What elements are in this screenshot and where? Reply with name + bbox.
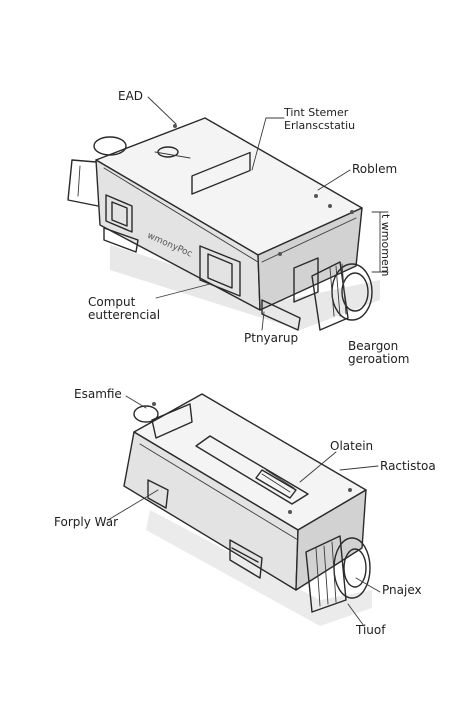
bottom-device-side-clip-2 <box>229 539 263 579</box>
screw-4 <box>350 210 354 214</box>
label-roblem: Roblem <box>352 162 398 176</box>
bottom-device-bevel <box>139 443 299 541</box>
top-device-dial <box>157 146 179 158</box>
leader-tint-stemer <box>251 117 285 171</box>
screw-b2 <box>348 488 352 492</box>
top-device-rear-cylinder <box>93 136 127 156</box>
bottom-device-slot <box>195 435 309 505</box>
screw-2 <box>314 194 318 198</box>
leader-vertical-dimension <box>371 211 389 273</box>
leader-tiuof <box>347 603 365 627</box>
top-device-lens <box>341 272 369 312</box>
bottom-device-clip-line <box>231 547 259 563</box>
leader-ead <box>147 96 177 125</box>
leader-forply-war <box>107 489 159 521</box>
bottom-device-vent <box>255 469 297 499</box>
top-device-handle <box>67 159 99 207</box>
leader-comput <box>155 283 211 299</box>
label-comput: Comput <box>88 295 136 309</box>
top-device-foot-1 <box>103 227 139 253</box>
top-device-bevel-2 <box>261 217 357 263</box>
leader-pnajex <box>355 577 381 593</box>
leader-esamfie <box>125 395 147 409</box>
label-ptnyarup: Ptnyarup <box>244 331 299 345</box>
leader-ptnyarup <box>261 311 265 331</box>
top-device-display-panel <box>191 151 251 195</box>
bottom-device-side-clip-1 <box>147 479 169 509</box>
label-tint-stemer: Tint Stemer <box>284 106 349 119</box>
top-device-dial-line <box>154 151 191 159</box>
label-vertical: t wmomem <box>379 214 392 277</box>
label-eutterencial: eutterencial <box>88 308 161 322</box>
top-device-bevel-1 <box>103 167 259 263</box>
top-device-left-port <box>105 194 133 233</box>
label-esamfie: Esamfie <box>74 387 122 401</box>
top-device <box>67 117 380 331</box>
top-device-side-port-inner <box>207 253 233 289</box>
top-device-front-face <box>257 207 363 311</box>
screw-5 <box>278 252 282 256</box>
label-geroatiom: geroatiom <box>348 352 410 366</box>
label-erlanscstatiu: Erlanscstatiu <box>284 119 356 132</box>
top-device-side-port <box>199 245 241 297</box>
leader-ractistoa <box>339 465 379 471</box>
top-device-nozzle-body <box>311 261 349 331</box>
label-ractistoa: Ractistoa <box>380 459 436 473</box>
top-device-left-port-inner <box>111 201 128 227</box>
bottom-device-rear-panel <box>151 403 193 439</box>
label-pnajex: Pnajex <box>382 583 422 597</box>
label-ead: EAD <box>118 89 144 103</box>
top-device-front-port <box>293 257 319 303</box>
screw-b3 <box>288 510 292 514</box>
top-device-nozzle-ribs <box>329 263 347 317</box>
screw-3 <box>328 204 332 208</box>
top-device-handle-inner <box>77 165 81 197</box>
label-olatein: Olatein <box>330 439 374 453</box>
label-forply-war: Forply War <box>54 515 119 529</box>
bottom-device-rear-cylinder <box>133 405 159 423</box>
bottom-device-nozzle-body <box>305 535 347 613</box>
top-device-foot-2 <box>261 299 301 331</box>
leader-roblem <box>317 169 351 191</box>
screw-b1 <box>152 402 156 406</box>
bottom-device-nozzle-ribs <box>315 541 337 607</box>
bottom-device-lens <box>343 548 367 588</box>
bottom-device-vent-lines <box>261 469 295 493</box>
label-tiuof: Tiuof <box>356 623 386 637</box>
label-beargon: Beargon <box>348 339 399 353</box>
screw-1 <box>173 124 177 128</box>
bottom-device <box>123 393 372 626</box>
leader-olatein <box>299 451 337 483</box>
